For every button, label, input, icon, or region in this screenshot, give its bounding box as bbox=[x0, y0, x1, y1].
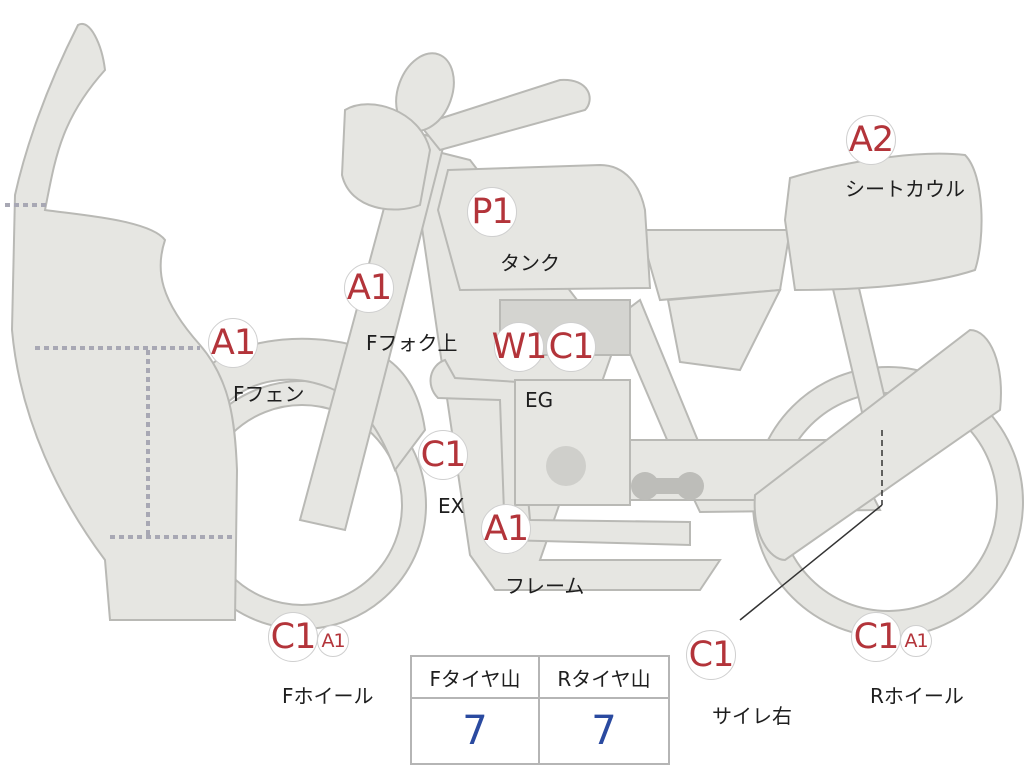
code-badge-front-wheel-a1: A1 bbox=[317, 625, 349, 657]
handlebar-shape bbox=[418, 78, 591, 152]
label-front-wheel: Fホイール bbox=[282, 684, 374, 708]
code-badge-exhaust: C1 bbox=[418, 430, 468, 480]
body-panel-shape bbox=[10, 22, 239, 621]
code-badge-front-wheel-c1: C1 bbox=[268, 612, 318, 662]
rear-tread-value: 7 bbox=[591, 708, 617, 754]
label-tank: タンク bbox=[500, 251, 560, 275]
code-badge-engine-w1: W1 bbox=[492, 322, 547, 372]
label-front-fender: Fフェン bbox=[233, 382, 305, 406]
code-badge-rear-wheel-a1: A1 bbox=[900, 625, 932, 657]
code-badge-front-fender: A1 bbox=[208, 318, 258, 368]
code-badge-rear-wheel-c1: C1 bbox=[851, 612, 901, 662]
front-tread-value: 7 bbox=[412, 699, 540, 763]
code-badge-seat-cowl: A2 bbox=[846, 115, 896, 165]
label-exhaust: EX bbox=[438, 494, 465, 518]
code-badge-engine-c1: C1 bbox=[546, 322, 596, 372]
headlight-shape bbox=[340, 103, 432, 211]
label-rear-wheel: Rホイール bbox=[870, 684, 964, 708]
rear-tread-header: Rタイヤ山 bbox=[540, 657, 668, 699]
front-tread-header: Fタイヤ山 bbox=[412, 657, 540, 699]
label-muffler: サイレ右 bbox=[712, 704, 792, 728]
code-badge-muffler: C1 bbox=[686, 630, 736, 680]
code-badge-frame: A1 bbox=[481, 504, 531, 554]
muffler-leader-line bbox=[739, 504, 883, 621]
code-badge-front-fork: A1 bbox=[344, 263, 394, 313]
label-frame: フレーム bbox=[505, 574, 585, 598]
code-badge-tank: P1 bbox=[467, 187, 517, 237]
label-seat-cowl: シートカウル bbox=[845, 177, 965, 201]
label-engine: EG bbox=[525, 388, 554, 412]
label-front-fork: Fフォク上 bbox=[366, 331, 458, 355]
muffler-shape bbox=[753, 328, 1002, 562]
seat-rail-shape bbox=[638, 229, 792, 302]
tire-tread-table: Fタイヤ山 Rタイヤ山 7 7 bbox=[410, 655, 670, 765]
